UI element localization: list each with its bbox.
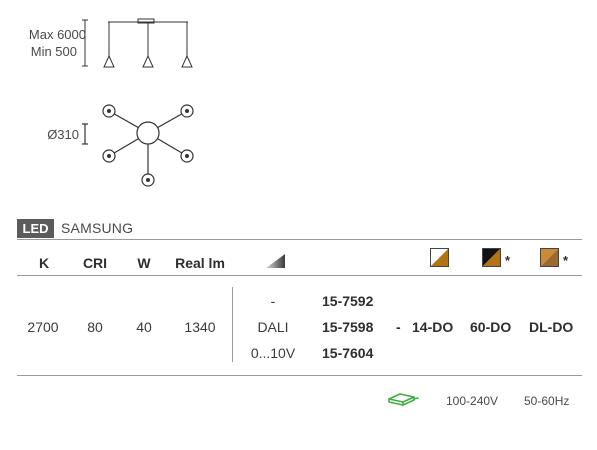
white-brass-finish-icon [430,248,449,267]
table-bottom-rule [17,375,582,376]
article-code: 15-7592 [322,293,374,309]
control-option: DALI [257,319,289,335]
ceiling-canopy [137,18,155,24]
driver-icon [388,393,419,406]
shade-left [103,54,115,68]
code-dash: - [396,319,401,335]
table-top-rule [17,239,582,240]
finish-asterisk: * [563,253,569,268]
finish-suffix: DL-DO [529,319,574,335]
finish-asterisk: * [505,253,511,268]
brass-finish-icon [540,248,559,267]
voltage-label: 100-240V [446,394,499,408]
min-length-label: Min 500 [30,44,77,59]
dimming-wedge-icon [266,254,285,268]
pendant-plan-view-drawing [82,104,194,187]
diameter-label: Ø310 [47,127,79,142]
central-hub [136,121,160,145]
shade-right [181,54,193,68]
pendant-side-view-drawing [82,18,193,68]
cell-cri: 80 [87,319,103,335]
black-brass-finish-icon [482,248,501,267]
led-badge: LED [17,219,54,238]
cell-real-lm: 1340 [184,319,216,335]
column-separator [232,287,233,362]
finish-suffix: 60-DO [470,319,512,335]
cell-w: 40 [136,319,152,335]
finish-suffix: 14-DO [412,319,454,335]
control-option: - [270,293,276,309]
control-option: 0...10V [250,345,296,361]
header-w: W [137,255,151,271]
article-code: 15-7598 [322,319,374,335]
brand-label: SAMSUNG [61,220,134,236]
cell-k: 2700 [27,319,59,335]
shade-center [142,54,154,68]
article-code: 15-7604 [322,345,374,361]
header-real-lm: Real lm [175,255,225,271]
header-cri: CRI [82,255,108,271]
max-length-label: Max 6000 [28,27,86,42]
header-rule [17,275,582,276]
frequency-label: 50-60Hz [524,394,570,408]
header-k: K [38,255,50,271]
